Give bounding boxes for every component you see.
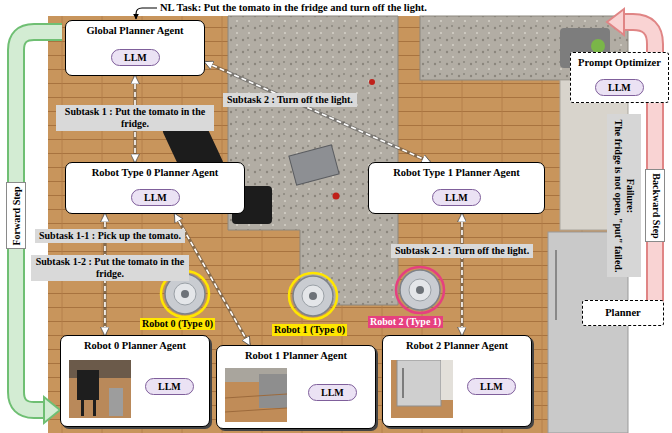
rotated-text-group: Failure:The fridge is not open, "put" fa… [612,119,636,272]
connector-halo [205,62,430,162]
scene-detail [93,400,96,416]
subtask-label: Subtask 2 : Turn off the light. [223,93,357,107]
llm-label: LLM [158,380,181,393]
llm-label: LLM [608,81,631,94]
scene-detail [441,360,453,400]
subtask-arrow [205,62,430,162]
step-tag: Forward Step [6,182,26,249]
llm-label: LLM [445,191,468,204]
failure-note: Failure:The fridge is not open, "put" fa… [607,114,641,277]
subtask-label: Subtask 2-1 : Turn off the light. [391,244,533,258]
node-title: Robot Type 1 Planner Agent [393,166,520,179]
node-title: Planner [605,306,641,319]
scene-detail [293,276,333,316]
agent-box: Global Planner AgentLLM [65,20,205,76]
step-tag: Backward Step [645,169,665,242]
agent-box: Robot Type 0 Planner AgentLLM [65,162,245,214]
scene-detail [607,9,624,35]
robot-name-tag: Robot 1 (Type 0) [272,324,347,336]
robot-figure [289,273,337,319]
floor [48,16,628,433]
scene-detail [259,374,287,408]
node-title: Robot 0 Planner Agent [84,339,186,352]
scene-detail [396,267,444,313]
connector-halo [460,214,463,335]
tomato [369,79,375,85]
scene-detail [225,394,287,398]
scene-detail [174,283,196,305]
fridge-handle [555,250,557,320]
robot-figure [396,267,444,313]
llm-badge: LLM [467,378,516,395]
rotated-label: Failure: [624,119,636,272]
scene-detail [416,286,424,294]
llm-label: LLM [480,380,503,393]
robot-agent-box: Robot 0 Planner AgentLLM [60,335,210,427]
node-title: Robot Type 0 Planner Agent [92,166,219,179]
scene-detail [81,400,84,416]
node-title: Prompt Optimizer [578,56,661,69]
scene-detail [309,292,317,300]
camera-view [69,360,131,418]
scene-detail [391,360,453,418]
llm-badge: LLM [111,49,160,66]
subtask-label: Subtask 1 : Put the tomato in the fridge… [56,105,214,131]
laptop [289,145,339,185]
rotated-text-group: Forward Step [10,186,22,245]
llm-badge: LLM [432,189,481,206]
llm-label: LLM [144,191,167,204]
scene-detail [225,408,287,412]
agent-box: Robot Type 1 Planner AgentLLM [368,162,545,214]
tomato [333,193,340,200]
llm-badge: LLM [131,189,180,206]
rotated-label: Backward Step [649,173,661,238]
llm-badge: LLM [595,79,644,96]
llm-badge: LLM [145,378,194,395]
rotated-text-group: Backward Step [649,173,661,238]
rotated-label: The fridge is not open, "put" failed. [612,119,624,272]
task-arrow [136,8,157,19]
scene-detail [302,285,324,307]
scene-detail [181,290,189,298]
scene-detail [109,388,123,416]
robot-name-tag: Robot 2 (Type 1) [368,316,443,328]
scene-detail [225,368,287,422]
node-title: Robot 1 Planner Agent [245,349,347,362]
scene-detail [77,370,99,400]
scene-detail [397,360,441,406]
camera-view [225,368,287,422]
llm-badge: LLM [308,384,357,401]
camera-view [391,360,453,418]
island [228,16,398,305]
scene-detail [289,273,337,319]
llm-label: LLM [124,51,147,64]
lettuce [591,39,605,53]
scene-detail [402,368,404,398]
node-title: Robot 2 Planner Agent [406,339,508,352]
rotated-label: Forward Step [10,186,22,245]
robot-name-tag: Robot 0 (Type 0) [140,318,215,330]
optimizer-box: Prompt OptimizerLLM [570,52,669,103]
subtask-label: Subtask 1-2 : Put the tomato in the frid… [31,255,189,281]
robot-agent-box: Robot 2 Planner AgentLLM [382,335,532,427]
scene-detail [400,270,440,310]
llm-label: LLM [321,386,344,399]
node-title: Global Planner Agent [86,24,183,37]
scene-detail [69,360,131,418]
scene-detail [409,279,431,301]
subtask-label: Subtask 1-1 : Pick up the tomato. [35,229,185,243]
scene-detail [44,397,60,423]
subtask-arrow [461,214,463,335]
planner-box: Planner [582,300,664,326]
robot-agent-box: Robot 1 Planner AgentLLM [216,345,376,429]
task-title: NL Task: Put the tomato in the fridge an… [160,1,427,14]
